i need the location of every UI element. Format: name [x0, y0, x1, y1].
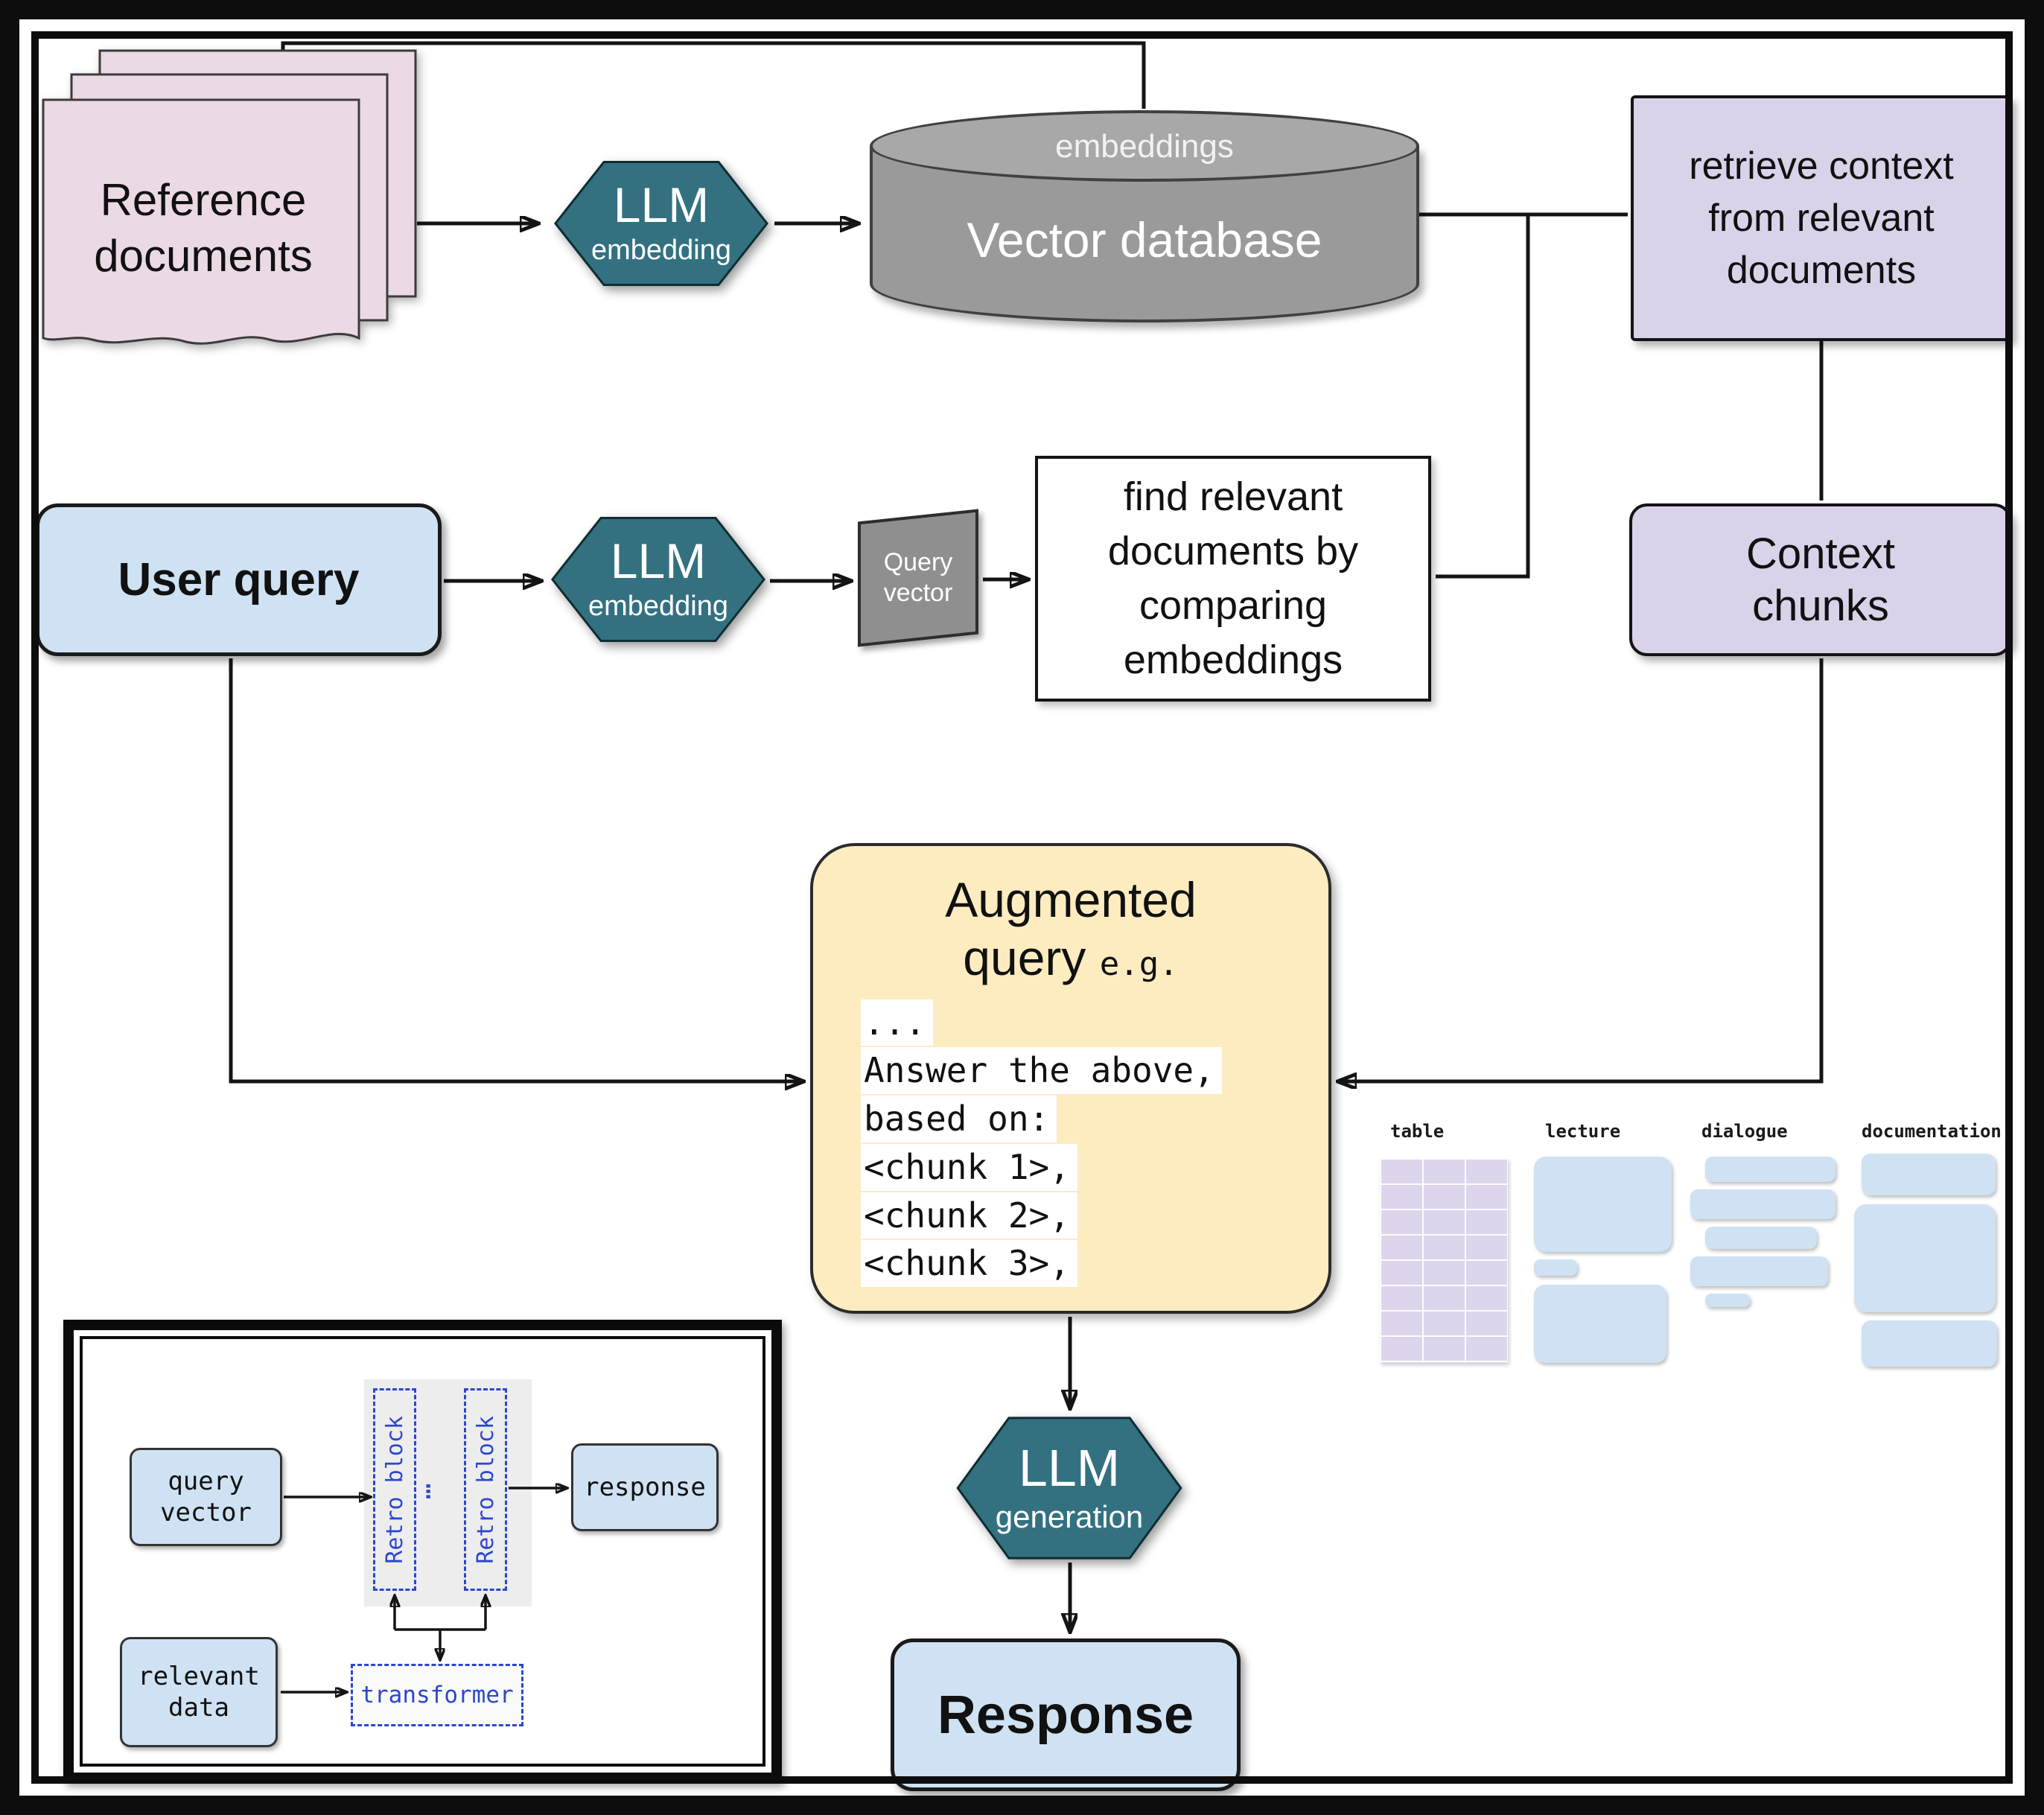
documentation-label: documentation	[1862, 1121, 2002, 1142]
code-line: <chunk 1>,	[861, 1143, 1077, 1191]
dialogue-bubble-icon	[1705, 1227, 1817, 1249]
retrieve-context-node: retrieve context from relevant documents	[1631, 95, 2012, 341]
retro-block-right-label: Retro block	[472, 1415, 499, 1564]
dialogue-bubble-icon	[1705, 1157, 1836, 1182]
retro-block-right-node: Retro block	[464, 1388, 507, 1591]
code-line: <chunk 2>,	[861, 1192, 1077, 1239]
lecture-bar-icon	[1534, 1259, 1577, 1276]
inset-connector-layer	[281, 1330, 771, 1773]
code-line: based on:	[861, 1096, 1057, 1142]
llm-embedding-docs-node: LLM embedding	[551, 159, 771, 287]
reference-documents-node: Reference documents	[36, 43, 423, 363]
dialogue-label: dialogue	[1701, 1121, 1788, 1142]
retro-panel-background	[364, 1379, 532, 1606]
lecture-block-icon	[1534, 1157, 1672, 1252]
query-vector-node: Query vector	[858, 509, 978, 647]
augmented-query-code: ... Answer the above, based on: <chunk 1…	[861, 999, 1328, 1288]
retro-ellipsis: …	[419, 1483, 450, 1500]
retro-architecture-inset: query vector Retro block … Retro block r…	[63, 1320, 782, 1783]
vector-database-caption: embeddings	[1055, 128, 1234, 165]
inset-relevant-data-node: relevant data	[120, 1637, 278, 1747]
query-vector-label: Query vector	[883, 548, 953, 607]
retro-block-left-label: Retro block	[381, 1415, 408, 1564]
cylinder-top	[870, 110, 1419, 182]
find-relevant-node: find relevant documents by comparing emb…	[1035, 456, 1431, 702]
retro-block-left-node: Retro block	[373, 1388, 416, 1591]
user-query-node: User query	[36, 503, 442, 656]
table-thumbnail	[1380, 1158, 1508, 1363]
llm-embedding-query-title: LLM	[610, 533, 707, 589]
dialogue-bubble-icon	[1690, 1189, 1836, 1219]
context-chunks-node: Context chunks	[1629, 503, 2012, 656]
llm-embedding-docs-subtitle: embedding	[590, 235, 732, 267]
inset-transformer-node: transformer	[351, 1664, 523, 1726]
augmented-query-title-text: Augmented query	[945, 872, 1197, 985]
llm-generation-node: LLM generation	[953, 1415, 1185, 1561]
arrow-query-to-augmented	[229, 658, 803, 1081]
llm-embedding-query-node: LLM embedding	[548, 515, 768, 643]
dialogue-bubble-icon	[1690, 1256, 1828, 1286]
reference-documents-label: Reference documents	[94, 175, 313, 281]
vector-database-label: Vector database	[967, 212, 1322, 267]
llm-embedding-query-subtitle: embedding	[588, 591, 729, 623]
line-database-to-find	[1436, 214, 1530, 579]
augmented-query-title: Augmented query e.g.	[896, 871, 1246, 988]
response-node: Response	[891, 1638, 1241, 1791]
document-stack-icon	[42, 49, 417, 345]
documentation-block-icon	[1854, 1204, 1996, 1312]
llm-generation-title: LLM	[1018, 1438, 1121, 1497]
llm-generation-subtitle: generation	[995, 1498, 1144, 1534]
inset-query-vector-node: query vector	[130, 1448, 282, 1546]
documentation-block-icon	[1862, 1154, 1996, 1195]
dialogue-bubble-icon	[1705, 1294, 1750, 1307]
code-line: <chunk 3>,	[861, 1240, 1077, 1288]
hexagon-icon	[551, 159, 771, 287]
hexagon-icon	[953, 1415, 1185, 1561]
code-line: Answer the above,	[861, 1047, 1222, 1095]
lecture-label: lecture	[1545, 1121, 1621, 1142]
arrow-chunks-to-augmented	[1339, 658, 1824, 1081]
inset-response-node: response	[571, 1443, 719, 1531]
table-label: table	[1390, 1121, 1445, 1142]
hexagon-icon	[548, 515, 768, 643]
augmented-query-node: Augmented query e.g. ... Answer the abov…	[810, 843, 1331, 1314]
code-line: ...	[861, 999, 934, 1046]
llm-embedding-docs-title: LLM	[613, 177, 710, 233]
line-docs-to-database-top	[281, 41, 1146, 109]
document-type-examples: table lecture dialogue documentation	[1374, 1121, 2005, 1374]
vector-database-node: embeddings Vector database	[870, 110, 1419, 322]
documentation-block-icon	[1862, 1320, 1997, 1367]
augmented-query-example-marker: e.g.	[1099, 944, 1179, 983]
lecture-block-icon	[1534, 1285, 1666, 1363]
